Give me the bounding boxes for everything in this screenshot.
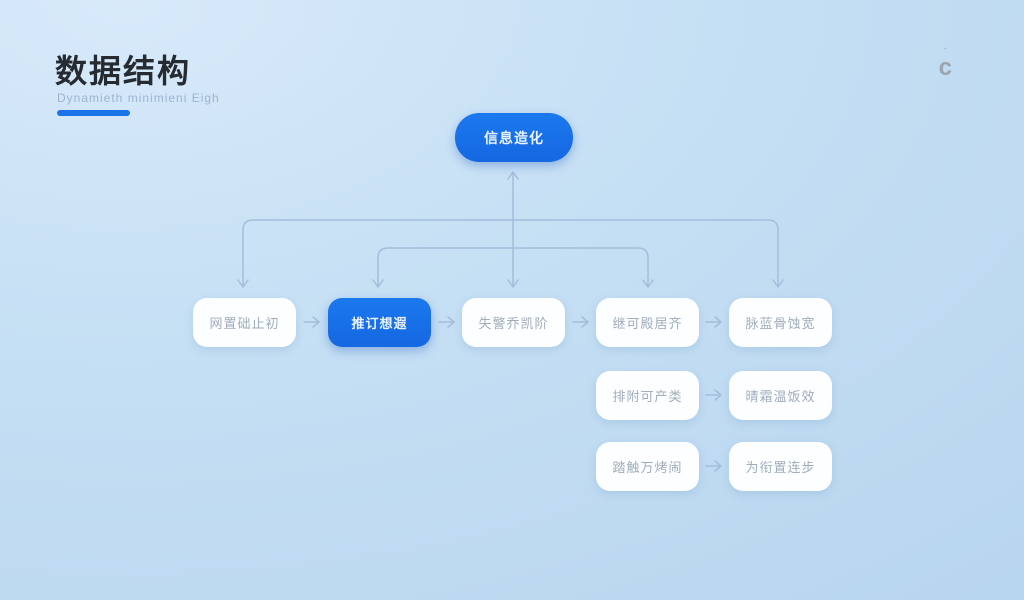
title-underline xyxy=(57,110,130,116)
logo-accent-mark: ˜ xyxy=(943,47,947,58)
flow-node-r3c4: 踏触万烤闹 xyxy=(596,442,699,491)
page-title: 数据结构 xyxy=(55,53,192,89)
flow-node-r1c1: 网置础止初 xyxy=(193,298,296,347)
flow-node-r1c2: 推订想遐 xyxy=(328,298,431,347)
flow-node-r2c5: 晴霜温饭效 xyxy=(729,371,832,420)
flow-node-r1c3: 失警乔凯阶 xyxy=(462,298,565,347)
flow-node-r1c5: 脉蓝骨蚀宽 xyxy=(729,298,832,347)
logo-glyph: c xyxy=(938,54,952,81)
page-subtitle: Dynamieth minimieni Eigh xyxy=(57,91,220,105)
flow-node-r1c4: 继可殿居齐 xyxy=(596,298,699,347)
flow-node-r2c4: 排附可产类 xyxy=(596,371,699,420)
brand-logo-icon: ˜ c xyxy=(939,48,952,80)
flow-node-root: 信息造化 xyxy=(455,113,573,162)
flow-node-r3c5: 为衔置连步 xyxy=(729,442,832,491)
